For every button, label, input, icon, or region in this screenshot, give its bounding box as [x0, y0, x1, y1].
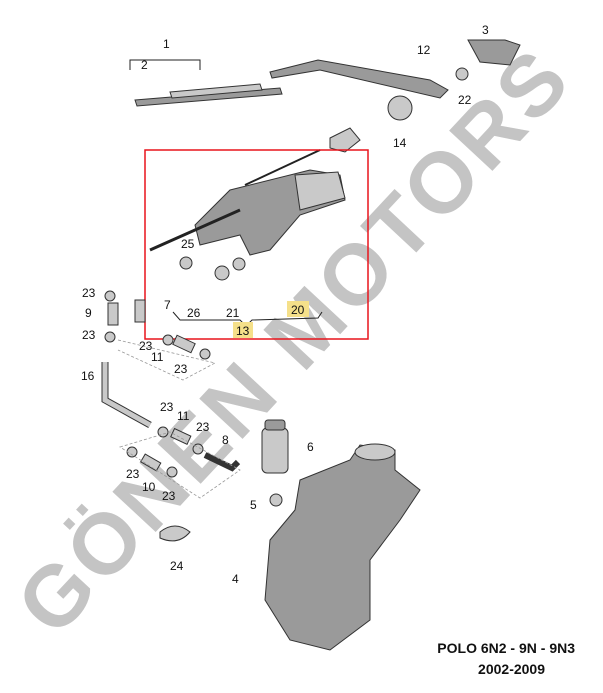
label-11[interactable]: 11 — [151, 350, 164, 364]
footer-model: POLO 6N2 - 9N - 9N3 — [437, 640, 575, 656]
wiper-arm — [269, 39, 521, 153]
label-13[interactable]: 13 — [236, 324, 250, 338]
washer-reservoir — [264, 443, 421, 651]
label-24[interactable]: 24 — [170, 559, 184, 573]
label-23[interactable]: 23 — [196, 420, 210, 434]
label-23[interactable]: 23 — [82, 328, 96, 342]
label-23[interactable]: 23 — [162, 489, 176, 503]
label-4[interactable]: 4 — [232, 572, 239, 586]
label-21[interactable]: 21 — [226, 306, 240, 320]
label-14[interactable]: 14 — [393, 136, 407, 150]
clamp — [159, 525, 191, 542]
label-20[interactable]: 20 — [291, 303, 305, 317]
label-9[interactable]: 9 — [85, 306, 92, 320]
part-labels: 1 2 3 12 22 14 25 26 21 20 13 7 23 9 23 … — [81, 23, 489, 586]
label-23[interactable]: 23 — [139, 339, 153, 353]
label-8[interactable]: 8 — [222, 433, 229, 447]
hoses — [101, 290, 241, 499]
footer-years: 2002-2009 — [478, 661, 545, 677]
label-12[interactable]: 12 — [417, 43, 431, 57]
wiper-blade — [129, 59, 283, 107]
label-23[interactable]: 23 — [126, 467, 140, 481]
label-16[interactable]: 16 — [81, 369, 95, 383]
label-3[interactable]: 3 — [482, 23, 489, 37]
label-22[interactable]: 22 — [458, 93, 472, 107]
label-23[interactable]: 23 — [174, 362, 188, 376]
label-10[interactable]: 10 — [142, 480, 156, 494]
highlight-frame — [144, 149, 369, 340]
wiper-motor — [149, 149, 346, 281]
label-6[interactable]: 6 — [307, 440, 314, 454]
label-26[interactable]: 26 — [187, 306, 201, 320]
label-2[interactable]: 2 — [141, 58, 148, 72]
label-23[interactable]: 23 — [160, 400, 174, 414]
label-7[interactable]: 7 — [164, 298, 171, 312]
label-25[interactable]: 25 — [181, 237, 195, 251]
label-11[interactable]: 11 — [177, 409, 190, 423]
label-23[interactable]: 23 — [82, 286, 96, 300]
washer-pump — [261, 419, 289, 507]
label-1[interactable]: 1 — [163, 37, 170, 51]
label-5[interactable]: 5 — [250, 498, 257, 512]
